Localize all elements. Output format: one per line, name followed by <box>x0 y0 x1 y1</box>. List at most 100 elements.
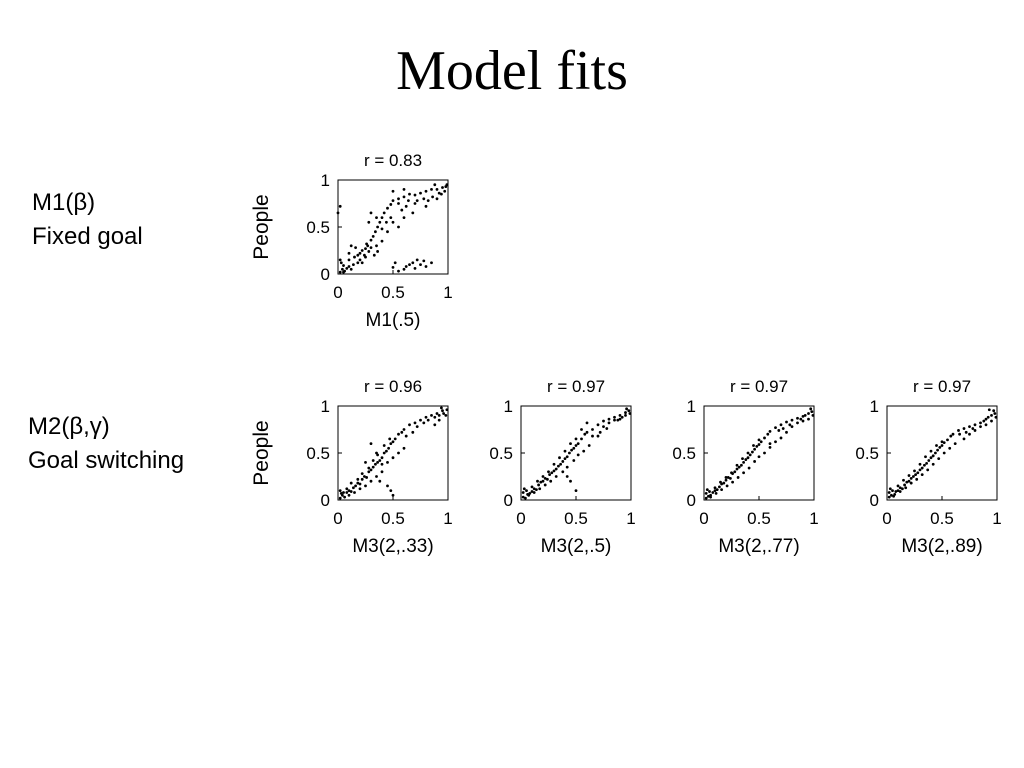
scatter-point <box>740 463 743 467</box>
y-tick-label: 0.5 <box>855 444 879 463</box>
scatter-point <box>759 440 763 444</box>
scatter-point <box>342 270 345 274</box>
scatter-point <box>718 485 721 489</box>
scatter-point <box>891 489 894 492</box>
scatter-point <box>380 239 384 243</box>
scatter-point <box>408 423 411 427</box>
y-tick-label: 0.5 <box>489 444 513 463</box>
scatter-point <box>360 472 364 476</box>
scatter-point <box>375 244 378 248</box>
scatter-point <box>371 465 375 469</box>
scatter-point <box>558 456 561 460</box>
scatter-point <box>369 442 373 445</box>
scatter-point <box>713 489 717 492</box>
scatter-point <box>550 471 554 475</box>
scatter-point <box>549 479 553 483</box>
scatter-point <box>572 459 576 462</box>
scatter-point <box>548 473 551 477</box>
scatter-point <box>730 471 733 475</box>
scatter-point <box>442 412 445 415</box>
scatter-point <box>435 197 439 201</box>
scatter-point <box>385 220 388 224</box>
scatter-point <box>424 204 428 208</box>
row-label-description: Fixed goal <box>32 223 143 250</box>
scatter-point <box>757 443 761 446</box>
scatter-point <box>807 417 810 421</box>
scatter-point <box>378 459 382 462</box>
scatter-point <box>345 487 349 491</box>
scatter-point <box>358 482 362 486</box>
y-tick-label: 0 <box>321 491 330 510</box>
scatter-point <box>986 415 990 419</box>
scatter-point <box>345 266 349 270</box>
scatter-point <box>424 415 428 419</box>
scatter-point <box>374 230 377 234</box>
scatter-point <box>441 409 444 413</box>
scatter-point <box>748 453 752 457</box>
scatter-point <box>382 444 386 447</box>
scatter-point <box>367 470 371 474</box>
scatter-point <box>338 270 342 274</box>
scatter-point <box>799 417 803 421</box>
scatter-point <box>742 471 745 475</box>
scatter-point <box>339 261 343 265</box>
scatter-point <box>801 414 805 418</box>
scatter-point <box>982 419 986 423</box>
scatter-point <box>563 457 567 461</box>
scatter-point <box>948 446 952 450</box>
scatter-point <box>363 475 366 478</box>
scatter-point <box>709 495 712 499</box>
scatter-point <box>807 412 810 415</box>
scatter-point <box>369 246 373 250</box>
scatter-point <box>367 466 371 470</box>
scatter-point <box>715 488 719 492</box>
scatter-point <box>521 495 525 499</box>
scatter-point <box>375 216 378 220</box>
scatter-point <box>402 428 406 431</box>
x-axis-label: M1(.5) <box>366 310 421 331</box>
scatter-point <box>444 414 448 417</box>
scatter-point <box>391 440 395 444</box>
scatter-point <box>389 442 393 445</box>
scatter-point <box>391 199 395 203</box>
scatter-point <box>364 247 367 251</box>
scatter-point <box>541 479 545 483</box>
scatter-point <box>569 442 572 445</box>
scatter-point <box>358 487 362 491</box>
y-tick-label: 0.5 <box>306 218 330 237</box>
scatter-point <box>624 411 627 414</box>
scatter-point <box>907 474 911 477</box>
row-label-m1: M1(β) Fixed goal <box>32 186 143 254</box>
scatter-point <box>356 477 360 481</box>
scatter-point <box>430 188 433 191</box>
scatter-point <box>576 442 580 445</box>
scatter-point <box>929 449 933 453</box>
scatter-point <box>380 216 384 220</box>
x-tick-label: 0.5 <box>930 509 954 528</box>
scatter-point <box>569 479 572 483</box>
scatter-point <box>435 188 439 191</box>
scatter-point <box>367 220 371 224</box>
scatter-point <box>731 480 734 484</box>
scatter-point <box>349 267 353 271</box>
plot-frame <box>337 179 449 275</box>
scatter-point <box>371 459 375 462</box>
scatter-point <box>741 457 744 461</box>
scatter-point <box>367 250 371 253</box>
scatter-point <box>353 491 356 494</box>
scatter-point <box>445 183 449 187</box>
y-tick-label: 0 <box>870 491 879 510</box>
scatter-point <box>552 462 556 466</box>
scatter-point <box>397 197 400 201</box>
scatter-point <box>926 468 930 472</box>
row-label-description: Goal switching <box>28 447 185 474</box>
scatter-point <box>796 421 799 425</box>
scatter-point <box>391 266 395 269</box>
scatter-point <box>402 267 406 271</box>
y-tick-label: 0 <box>321 265 330 284</box>
scatter-point <box>613 418 616 422</box>
scatter-point <box>336 211 340 215</box>
scatter-point <box>407 199 410 203</box>
scatter-point <box>338 204 342 208</box>
scatter-point <box>905 480 909 484</box>
